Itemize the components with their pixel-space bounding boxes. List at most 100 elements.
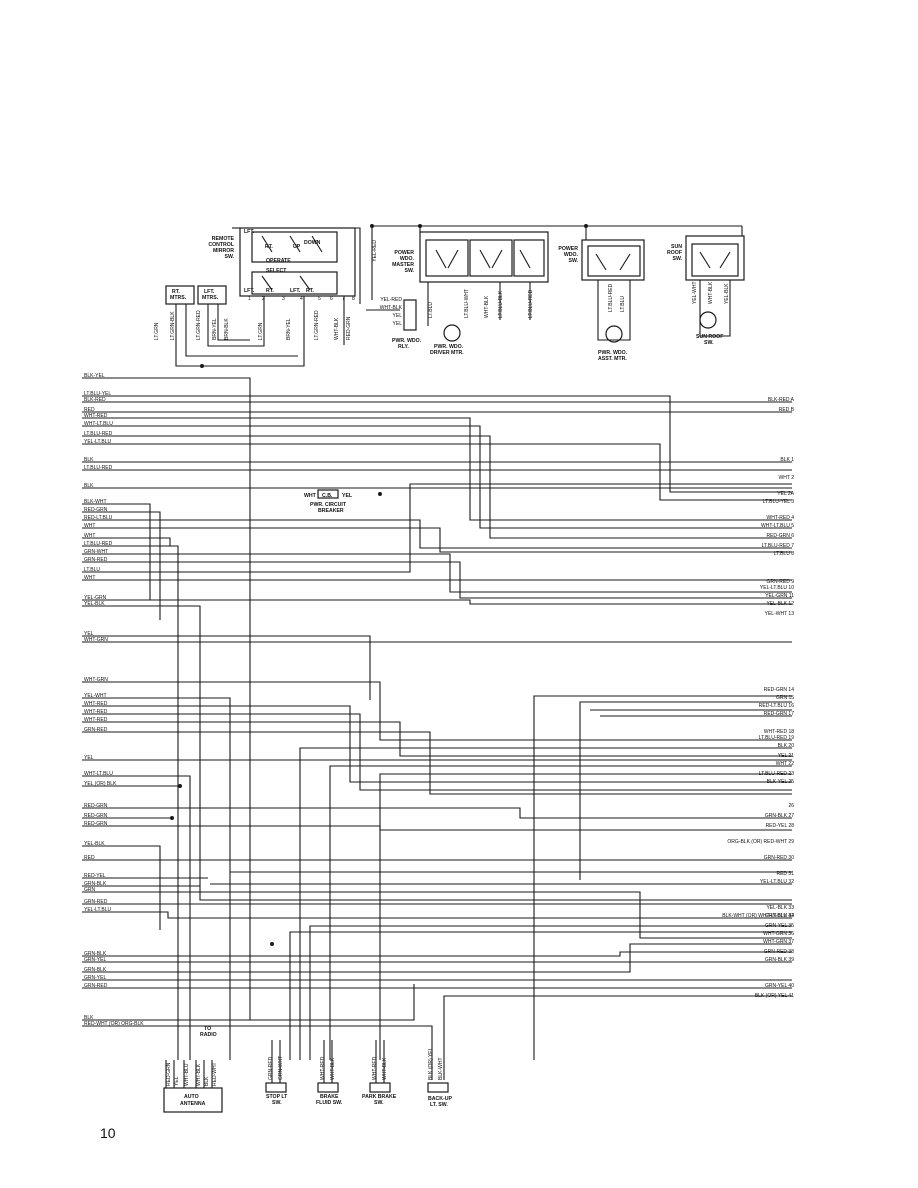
right-wire-label: GRN 15 [776,695,794,701]
left-wire-label: WHT-RED [84,413,108,419]
left-wire-label: LT.BLU-RED [84,465,113,471]
stop-switch-wire-labels: GRN-RED GRN-WHT [268,1056,284,1080]
mirror-pin-label: 2 [262,296,265,302]
mirror-wire-label: WHT-BLK [334,317,340,340]
driver-mtr-label-1: PWR. WDO. [434,344,464,350]
left-wire-label: BLK [84,457,94,463]
antenna-label-2: ANTENNA [180,1101,206,1107]
brake-wire-label: WHT-BLK [330,1057,336,1080]
left-wire-label: WHT-LT.BLU [84,421,113,427]
right-wire-label: GRN-YEL 35 [765,923,794,929]
right-wire-label: YEL-LT.BLU 32 [760,879,794,885]
left-wire-label: YEL-BLK [84,841,105,847]
sunroof-wire-label: YEL-WHT [692,282,698,305]
right-wire-label: BLK-YEL 25 [767,779,795,785]
left-wire-label: WHT-GRN [84,677,108,683]
mirror-pin-label: 1 [248,296,251,302]
left-wire-label: LT.BLU [84,567,100,573]
left-wire-label: LT.BLU-RED [84,541,113,547]
left-wire-label: WHT-RED [84,701,108,707]
mirror-up-label: UP [293,244,301,250]
lft-mtrs-label-2: MTRS. [202,295,219,301]
right-wire-label: BLK 1 [780,457,794,463]
junctions [170,224,588,946]
brake-sw-label-1: BRAKE [320,1094,339,1100]
right-wire-label: RED-GRN 17 [764,711,795,717]
right-wire-label: WHT-GRN 36 [763,931,794,937]
mirror-switch-label-4: SW. [224,254,234,260]
left-wire-label: WHT-LT.BLU [84,771,113,777]
right-wire-label: YEL 21 [778,753,794,759]
park-wire-label: WHT-BLK [382,1057,388,1080]
right-wire-label: WHT 22 [776,761,794,767]
driver-motor [443,324,461,342]
mirror-switch-label-3: MIRROR [213,248,234,254]
power-window-switch [581,239,645,281]
left-wire-label: BLK-YEL [84,373,105,379]
brake-wire-label: WHT-RED [320,1056,326,1080]
stop-wire-label: GRN-RED [268,1056,274,1080]
mirror-wire-label: LT.GRN [258,322,264,340]
right-wire-label: GRN-RED 9 [766,579,794,585]
rt-mtrs-label-2: MTRS. [170,295,187,301]
right-wire-label: RED-GRN 6 [766,533,794,539]
asst-mtr-label-1: PWR. WDO. [598,350,628,356]
mirror-pin-label: 8 [352,296,355,302]
auto-antenna [163,1087,223,1113]
master-sw-label-1: POWER [394,250,414,256]
power-window-master-switch [419,231,549,283]
cb-label: C.B. [322,493,333,499]
right-wire-label: RED B [779,407,795,413]
sunroof-sw2-label-2: SW. [704,340,714,346]
assist-wire-label: LT.BLU [620,296,626,312]
left-wire-label: RED-GRN [84,813,108,819]
right-wire-label: YEL 2A [777,491,794,497]
radio-label-2: RADIO [200,1032,217,1038]
relay-wire-label: YEL [393,321,403,327]
stop-wire-label: GRN-WHT [278,1056,284,1080]
right-wire-label: GRN-BLK 39 [765,957,794,963]
remote-mirror-switch [239,227,356,297]
mirror-operate-label: OPERATE [266,258,291,264]
mirror-wire-label: LT.GRN-RED [314,310,320,340]
backup-sw-label-1: BACK-UP [428,1096,452,1102]
left-wire-label: RED-WHT (OR) ORG-BLK [84,1021,144,1027]
antenna-wire-label: RED-GRN [166,1062,172,1086]
left-wire-label: LT.BLU-YEL [84,391,111,397]
left-wire-label: RED-LT.BLU [84,515,113,521]
left-wire-label: YEL [84,631,94,637]
left-wire-label: WHT [84,575,95,581]
antenna-label-1: AUTO [184,1094,199,1100]
right-wire-label: GRN-YEL 40 [765,983,794,989]
mirror-rt2-label: RT. [266,288,274,294]
mirror-wire-label: BRN-YEL [212,318,218,340]
harness [82,377,792,1088]
left-wire-label: YEL [84,755,94,761]
mirror-wire-label: BRN-YEL [286,318,292,340]
stop-light-switch [265,1082,287,1093]
asst-mtr-label-2: ASST. MTR. [598,356,627,362]
left-wire-label: GRN-RED [84,727,108,733]
mirror-wire-label: LT.GRN-BLK [170,311,176,340]
right-wire-label: YEL-LT.BLU 10 [760,585,794,591]
right-wire-label: LT.BLU-RED 23 [759,771,794,777]
right-wire-label: BLK (OR) YEL 41 [755,993,794,999]
right-wire-label: LT.BLU-RED 19 [759,735,794,741]
mirror-down-label: DOWN [304,240,321,246]
right-wire-label: WHT-RED 18 [764,729,795,735]
right-wire-label: WHT 2 [779,475,795,481]
radio-label-1: TO [204,1026,211,1032]
left-wire-label: RED-GRN [84,803,108,809]
lft-mtrs-label-1: LFT. [204,289,215,295]
right-wire-label: RED 31 [776,871,794,877]
backup-light-switch [427,1082,449,1093]
relay-label-1: PWR. WDO. [392,338,422,344]
park-sw-label-2: SW. [374,1100,384,1106]
